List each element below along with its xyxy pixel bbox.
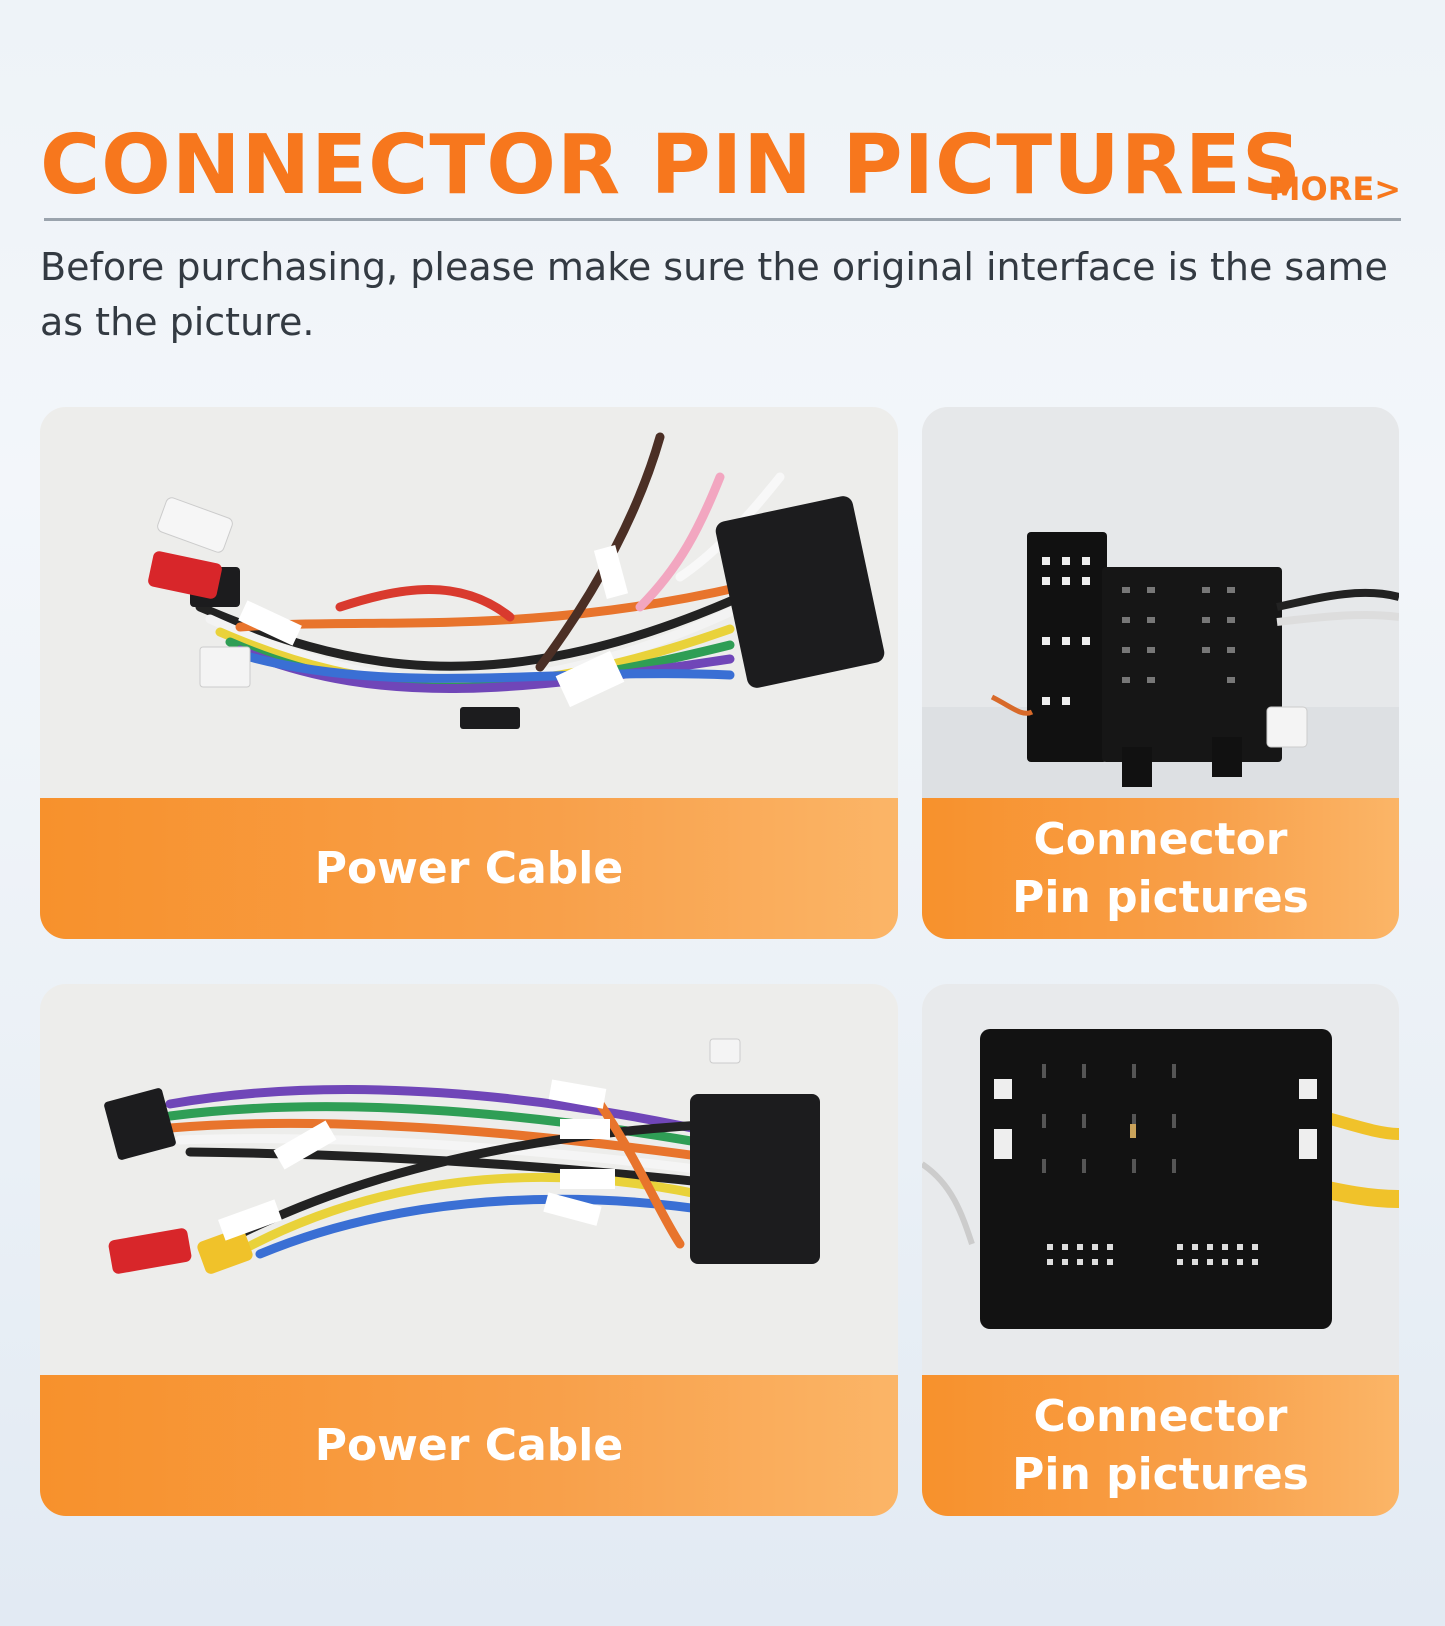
- card-power-cable-1: Power Cable: [40, 407, 898, 939]
- more-link[interactable]: MORE>: [1268, 170, 1401, 208]
- card-power-cable-2: Power Cable: [40, 984, 898, 1516]
- caption-band: Connector Pin pictures: [922, 798, 1399, 939]
- card-caption: Connector Pin pictures: [1012, 813, 1309, 923]
- card-connector-pins-1: Connector Pin pictures: [922, 407, 1399, 939]
- caption-band: Connector Pin pictures: [922, 1375, 1399, 1516]
- power-cable-photo: [40, 407, 898, 798]
- title-divider: [44, 218, 1401, 221]
- card-caption: Power Cable: [314, 842, 624, 894]
- connector-pins-photo: [922, 407, 1399, 798]
- caption-band: Power Cable: [40, 798, 898, 939]
- card-caption: Power Cable: [314, 1419, 624, 1471]
- card-caption: Connector Pin pictures: [1012, 1390, 1309, 1500]
- connector-pins-photo: [922, 984, 1399, 1375]
- power-cable-photo: [40, 984, 898, 1375]
- caption-band: Power Cable: [40, 1375, 898, 1516]
- page-subtitle: Before purchasing, please make sure the …: [40, 245, 1388, 344]
- card-connector-pins-2: Connector Pin pictures: [922, 984, 1399, 1516]
- page-title: CONNECTOR PIN PICTURES: [40, 118, 1302, 213]
